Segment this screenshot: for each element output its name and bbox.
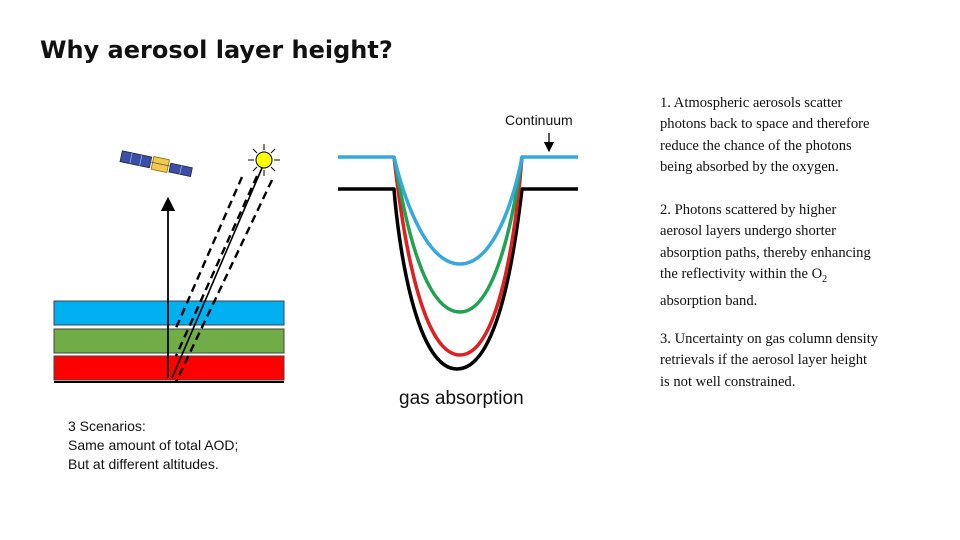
note-3: 3. Uncertainty on gas column density ret… — [660, 329, 940, 393]
continuum-label: Continuum — [505, 112, 573, 128]
note-2: 2. Photons scattered by higher aerosol l… — [660, 200, 940, 312]
gas-absorption-label: gas absorption — [399, 388, 524, 409]
scattered-path-1 — [174, 176, 244, 329]
scenarios-caption: 3 Scenarios: Same amount of total AOD; B… — [68, 417, 328, 474]
note-line: absorption paths, thereby enhancing — [660, 244, 871, 261]
note-line: reduce the chance of the photons — [660, 137, 852, 154]
slide-title: Why aerosol layer height? — [40, 36, 393, 64]
note-line: 3. Uncertainty on gas column density — [660, 331, 879, 347]
curve-blue — [338, 155, 578, 266]
note-line: 1. Atmospheric aerosols scatter — [660, 95, 843, 111]
satellite-icon — [119, 150, 193, 178]
note-line: being absorbed by the oxygen. — [660, 159, 839, 176]
aerosol-layer-high — [53, 300, 285, 326]
sun-icon — [248, 144, 280, 176]
aerosol-layer-middle — [53, 328, 285, 354]
scenarios-line: But at different altitudes. — [68, 456, 219, 472]
note-line: photons back to space and therefore — [660, 116, 870, 133]
note-line: absorption band. — [660, 292, 758, 309]
absorption-curves — [338, 133, 578, 371]
note-line: the reflectivity within the O2 — [660, 264, 940, 290]
aerosol-layers — [53, 300, 285, 383]
scenarios-line: Same amount of total AOD; — [68, 437, 239, 453]
note-line: 2. Photons scattered by higher — [660, 202, 837, 218]
note-line: aerosol layers undergo shorter — [660, 223, 837, 240]
curve-black — [338, 187, 578, 371]
scattered-path-3 — [174, 179, 274, 383]
note-line: retrievals if the aerosol layer height — [660, 352, 868, 369]
aerosol-layer-low — [53, 355, 285, 381]
scenarios-line: 3 Scenarios: — [68, 418, 146, 434]
scattered-path-2 — [174, 175, 259, 357]
note-line-text: the reflectivity within the O — [660, 266, 823, 283]
o2-subscript: 2 — [822, 274, 828, 286]
curve-green — [392, 156, 524, 314]
note-1: 1. Atmospheric aerosols scatter photons … — [660, 93, 940, 179]
direct-sun-ray — [171, 167, 263, 379]
curve-red — [392, 156, 524, 357]
light-paths — [160, 167, 274, 383]
note-line: is not well constrained. — [660, 373, 796, 390]
